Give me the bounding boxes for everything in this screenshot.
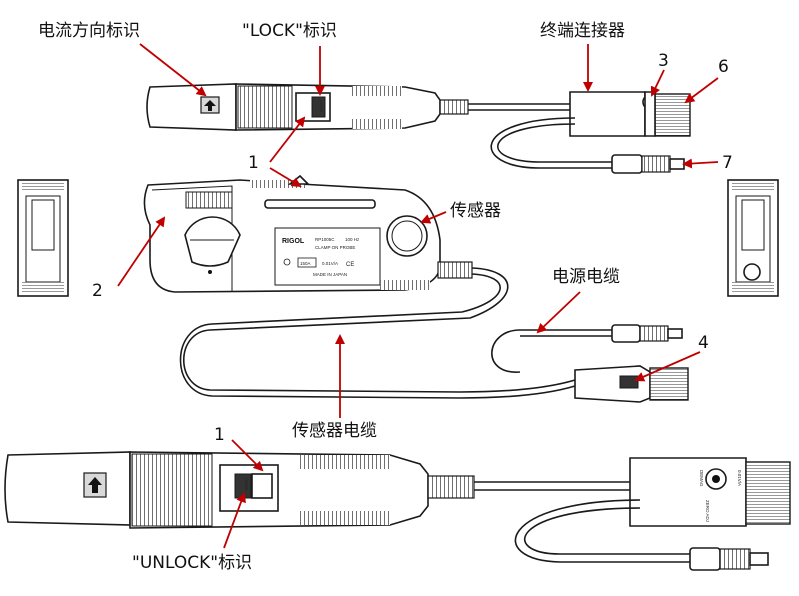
arrow-7 <box>682 158 719 169</box>
middle-probe-made-in: MADE IN JAPAN <box>313 272 347 277</box>
middle-probe-label-plate <box>185 191 233 209</box>
middle-power-plug <box>611 324 683 343</box>
sensor-circle <box>386 215 428 257</box>
bottom-strain-relief <box>427 475 475 499</box>
middle-probe-model: RP1005C <box>315 237 335 242</box>
sensor-cable-outer <box>182 267 576 393</box>
ce-mark: CE <box>346 262 354 268</box>
label-power-cable: 电源电缆 <box>552 267 620 287</box>
bottom-terminal-connector: DEMAG ZERO ADJ 0.01V/A <box>629 457 791 527</box>
label-num-3: 3 <box>658 51 669 71</box>
top-probe: LOCK <box>146 83 691 174</box>
bottom-demag-text: DEMAG <box>699 470 704 487</box>
bottom-power-plug <box>689 547 769 571</box>
label-sensor: 传感器 <box>450 201 501 221</box>
label-num-1-bottom: 1 <box>214 425 225 445</box>
bottom-probe: LOCK DEMAG ZERO ADJ 0.01V/A <box>4 451 791 571</box>
arrow-4 <box>634 351 701 382</box>
arrow-current-direction <box>139 43 207 97</box>
top-bnc-connector <box>654 93 691 137</box>
label-num-7: 7 <box>722 153 733 173</box>
callout-arrows <box>117 43 719 549</box>
middle-probe-jaw-opening <box>184 216 241 267</box>
arrow-1-top-b <box>269 167 302 188</box>
top-lock-text: LOCK <box>319 100 324 112</box>
middle-probe-slot <box>264 199 376 209</box>
right-end-hole <box>743 263 761 281</box>
bottom-zero-adj-text: ZERO ADJ <box>705 500 710 522</box>
labels: 电流方向标识 "LOCK"标识 终端连接器 3 6 7 1 2 传感器 电源电缆… <box>38 21 733 573</box>
current-direction-arrow-icon <box>204 100 216 111</box>
right-end-ribs-top <box>732 182 774 190</box>
arrow-2 <box>117 216 166 287</box>
arrow-1-top-a <box>269 116 306 163</box>
middle-probe-bottom-ribs <box>380 280 430 290</box>
bottom-probe-jaw <box>4 451 131 526</box>
middle-probe-rating: 150A <box>300 261 311 266</box>
bottom-probe-ribs-left <box>131 453 213 527</box>
bottom-power-cable-2 <box>523 507 690 555</box>
sensor-cable-group <box>179 267 689 403</box>
bottom-current-direction-arrow-icon <box>88 477 102 493</box>
middle-probe-top-ribs <box>250 180 305 188</box>
top-terminal-connector <box>569 91 691 137</box>
arrow-1-bottom <box>231 439 264 472</box>
right-end-view <box>727 179 779 297</box>
label-current-direction: 电流方向标识 <box>38 21 140 41</box>
right-end-ribs-bottom <box>732 282 774 292</box>
label-num-4: 4 <box>698 333 709 353</box>
bottom-unlock-slot <box>251 473 273 499</box>
top-probe-ribs <box>237 85 293 129</box>
arrow-6 <box>684 77 719 104</box>
top-power-plug <box>611 154 685 174</box>
top-power-cable <box>490 117 612 169</box>
sensor-cable-inner <box>179 273 576 399</box>
bottom-probe-ribs-right <box>300 455 390 469</box>
middle-probe-clamp-on: CLAMP ON PROBE <box>315 245 355 250</box>
top-power-cable-2 <box>497 123 612 163</box>
middle-probe: RIGOL RP1005C 100 Hz CLAMP ON PROBE 150A… <box>143 174 473 293</box>
left-end-ribs-top <box>22 182 64 190</box>
middle-probe-ratio: 0.01V/A <box>322 261 338 266</box>
top-strain-relief <box>439 99 469 115</box>
middle-terminal-connector <box>574 365 689 403</box>
top-probe-ribs-right-low <box>352 119 402 129</box>
label-terminal-connector: 终端连接器 <box>540 21 625 41</box>
left-end-ribs-bottom <box>22 282 64 292</box>
top-probe-ribs-right <box>352 86 402 96</box>
arrow-sensor <box>420 211 447 224</box>
bottom-probe-ribs-right-low <box>300 511 390 525</box>
middle-probe-jaw <box>151 185 233 292</box>
left-end-view <box>17 179 69 297</box>
middle-strain-relief <box>437 261 473 279</box>
middle-connector-button <box>619 375 639 389</box>
arrow-power-cable <box>536 291 581 334</box>
label-unlock-mark: "UNLOCK"标识 <box>132 553 252 573</box>
label-num-6: 6 <box>718 57 729 77</box>
top-lock-slider <box>311 96 326 118</box>
label-num-1-top: 1 <box>248 153 259 173</box>
middle-probe-model-suffix: 100 Hz <box>345 237 360 242</box>
label-sensor-cable: 传感器电缆 <box>292 421 377 441</box>
bottom-lock-text: LOCK <box>244 478 249 490</box>
arrow-3 <box>650 69 665 97</box>
middle-probe-rating-box <box>297 257 317 268</box>
middle-probe-brand: RIGOL <box>282 238 305 245</box>
label-lock-mark: "LOCK"标识 <box>242 21 337 41</box>
arrow-unlock-mark <box>223 492 246 549</box>
bottom-ratio-text: 0.01V/A <box>737 470 742 486</box>
label-num-2: 2 <box>92 281 103 301</box>
bottom-power-cable <box>514 499 690 563</box>
power-cable-line <box>491 329 521 373</box>
top-probe-jaw <box>146 83 237 131</box>
